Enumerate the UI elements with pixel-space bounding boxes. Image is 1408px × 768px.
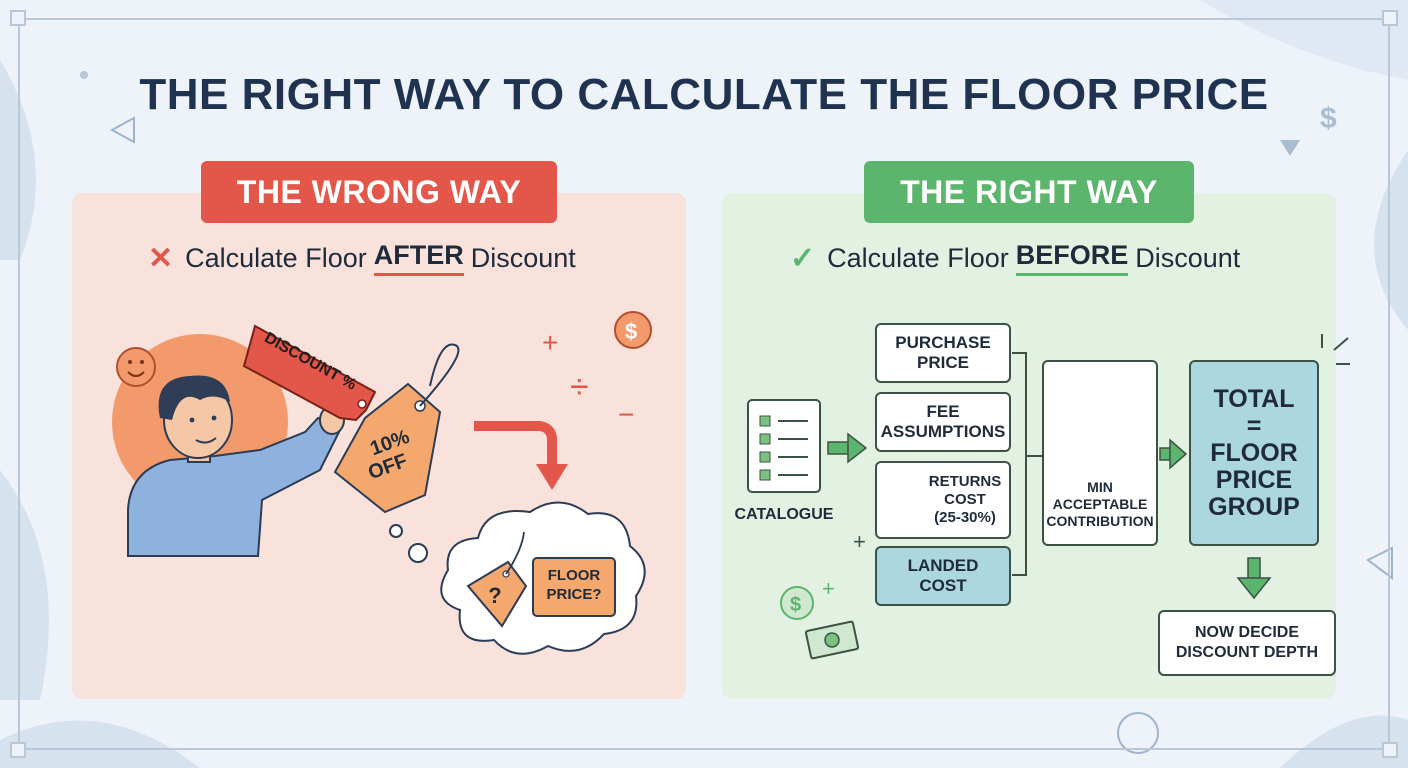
page-title: THE RIGHT WAY TO CALCULATE THE FLOOR PRI… xyxy=(139,70,1269,119)
landed-cost-box: LANDED COST xyxy=(875,546,1011,606)
banknote-icon xyxy=(804,620,860,660)
svg-text:+: + xyxy=(542,327,558,358)
thought-cloud xyxy=(389,501,646,655)
green-coin-icon: $ + xyxy=(780,576,835,620)
outer-frame xyxy=(18,18,1390,750)
svg-text:+: + xyxy=(822,576,835,601)
frame-corner xyxy=(1382,742,1398,758)
arrow-right-icon xyxy=(827,432,868,464)
sparkle-lines xyxy=(1321,334,1350,365)
catalogue-label: CATALOGUE xyxy=(734,506,834,523)
bracket-connector xyxy=(1012,352,1027,576)
person-figure xyxy=(127,375,345,557)
curved-arrow-icon xyxy=(474,421,568,490)
wrong-subtitle-emph: AFTER xyxy=(373,240,464,276)
arrow-down-icon xyxy=(1236,557,1272,600)
right-subtitle-emph: BEFORE xyxy=(1015,240,1129,276)
triangle-decoration xyxy=(109,116,135,144)
right-subtitle-post: Discount xyxy=(1135,242,1241,273)
right-way-banner: THE RIGHT WAY xyxy=(864,161,1194,223)
coin-icon: $ xyxy=(614,311,652,349)
svg-text:$: $ xyxy=(625,319,637,344)
plus-icon: + xyxy=(853,529,866,554)
cloud-floor-price: FLOOR PRICE? xyxy=(546,567,602,603)
returns-cost-box: RETURNS COST (25-30%) xyxy=(875,461,1011,539)
purchase-price-box: PURCHASE PRICE xyxy=(875,323,1011,383)
min-contribution-box: MIN ACCEPTABLE CONTRIBUTION xyxy=(1042,360,1158,546)
floor-price-total-box: TOTAL = FLOOR PRICE GROUP xyxy=(1189,360,1319,546)
svg-text:−: − xyxy=(618,399,634,430)
wrong-way-subtitle: ✕ Calculate Floor AFTER Discount xyxy=(148,240,576,276)
right-subtitle-pre: Calculate Floor xyxy=(827,242,1009,273)
dollar-icon: $ xyxy=(1320,102,1337,135)
decide-discount-depth-box: NOW DECIDE DISCOUNT DEPTH xyxy=(1158,610,1336,676)
wrong-subtitle-post: Discount xyxy=(470,242,576,273)
discount-percent-tag xyxy=(242,324,377,422)
frame-corner xyxy=(1382,10,1398,26)
arrow-right-icon xyxy=(1159,438,1188,470)
fee-assumptions-box: FEE ASSUMPTIONS xyxy=(875,392,1011,452)
cloud-question-mark: ? xyxy=(488,583,502,608)
wrong-subtitle-pre: Calculate Floor xyxy=(185,242,367,273)
catalogue-icon xyxy=(747,399,821,493)
svg-text:÷: ÷ xyxy=(570,368,589,406)
ten-percent-off-tag xyxy=(333,343,460,514)
math-symbols-icon: + ÷ − xyxy=(542,327,634,430)
smiley-icon xyxy=(116,347,156,387)
wrong-way-banner: THE WRONG WAY xyxy=(201,161,557,223)
right-way-subtitle: ✓ Calculate Floor BEFORE Discount xyxy=(790,240,1240,276)
frame-corner xyxy=(10,742,26,758)
check-icon: ✓ xyxy=(790,241,816,275)
frame-corner xyxy=(10,10,26,26)
svg-text:$: $ xyxy=(790,594,801,616)
cross-icon: ✕ xyxy=(148,241,174,275)
